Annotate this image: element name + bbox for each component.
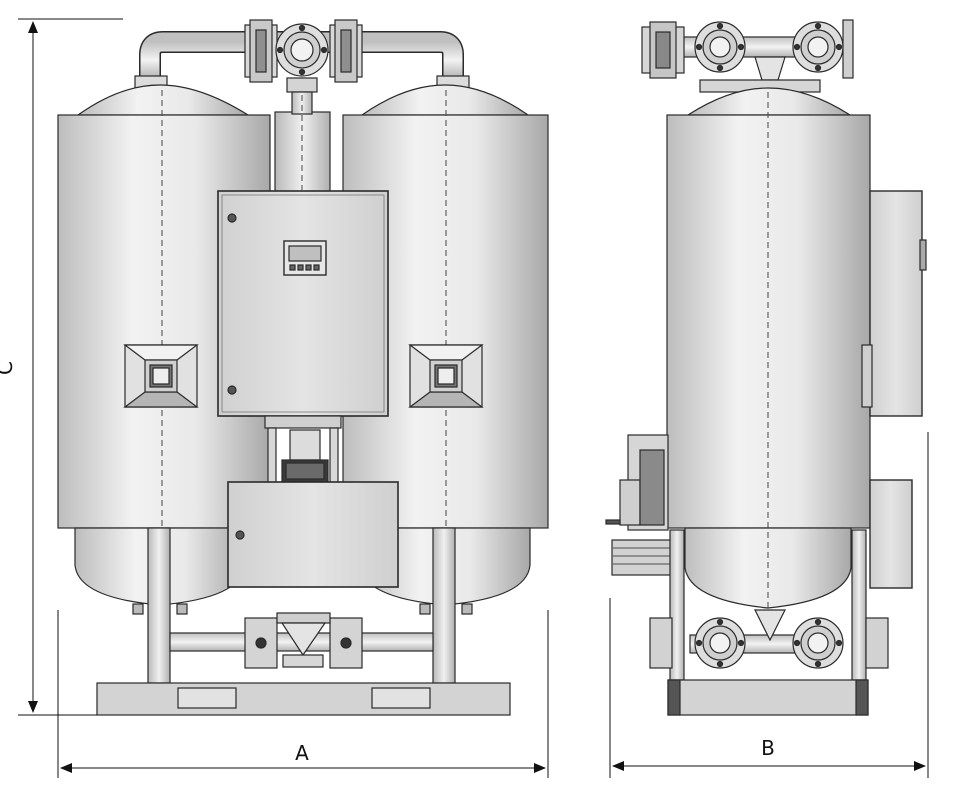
side-top-flange-left: [694, 21, 746, 73]
bottom-manifold: [169, 612, 434, 669]
side-top-piping: [641, 19, 854, 93]
side-top-flange-right: [792, 21, 844, 73]
side-heater-box: [869, 479, 913, 589]
side-base-frame: [667, 679, 869, 716]
top-valve-right: [329, 19, 363, 83]
top-outlet-flange: [275, 23, 329, 93]
left-gauge-box: [123, 344, 199, 408]
right-leg-pipe: [432, 527, 456, 684]
side-control-cabinet: [861, 190, 927, 417]
side-view: [605, 19, 927, 716]
dim-b-label: B: [761, 736, 775, 760]
side-bottom-flange-left: [694, 617, 746, 669]
dim-a-label: A: [295, 741, 309, 765]
side-legs: [669, 529, 867, 681]
blower-assembly: [264, 415, 342, 484]
dimension-lines: [18, 18, 929, 778]
center-column: [274, 91, 331, 195]
side-bottom-flange-right: [792, 617, 844, 669]
control-cabinet: [217, 190, 389, 417]
right-gauge-box: [408, 344, 484, 408]
left-leg-pipe: [147, 527, 171, 684]
side-tank: [666, 87, 871, 612]
dim-c-label: C: [0, 361, 17, 375]
side-top-actuator: [641, 21, 685, 79]
base-frame: [96, 682, 511, 716]
side-bottom-piping: [649, 609, 889, 669]
front-view: [57, 19, 549, 716]
side-blower-motor: [605, 434, 673, 576]
top-valve-left: [244, 19, 278, 83]
heater-box: [227, 481, 399, 588]
controller-display: [283, 240, 327, 276]
